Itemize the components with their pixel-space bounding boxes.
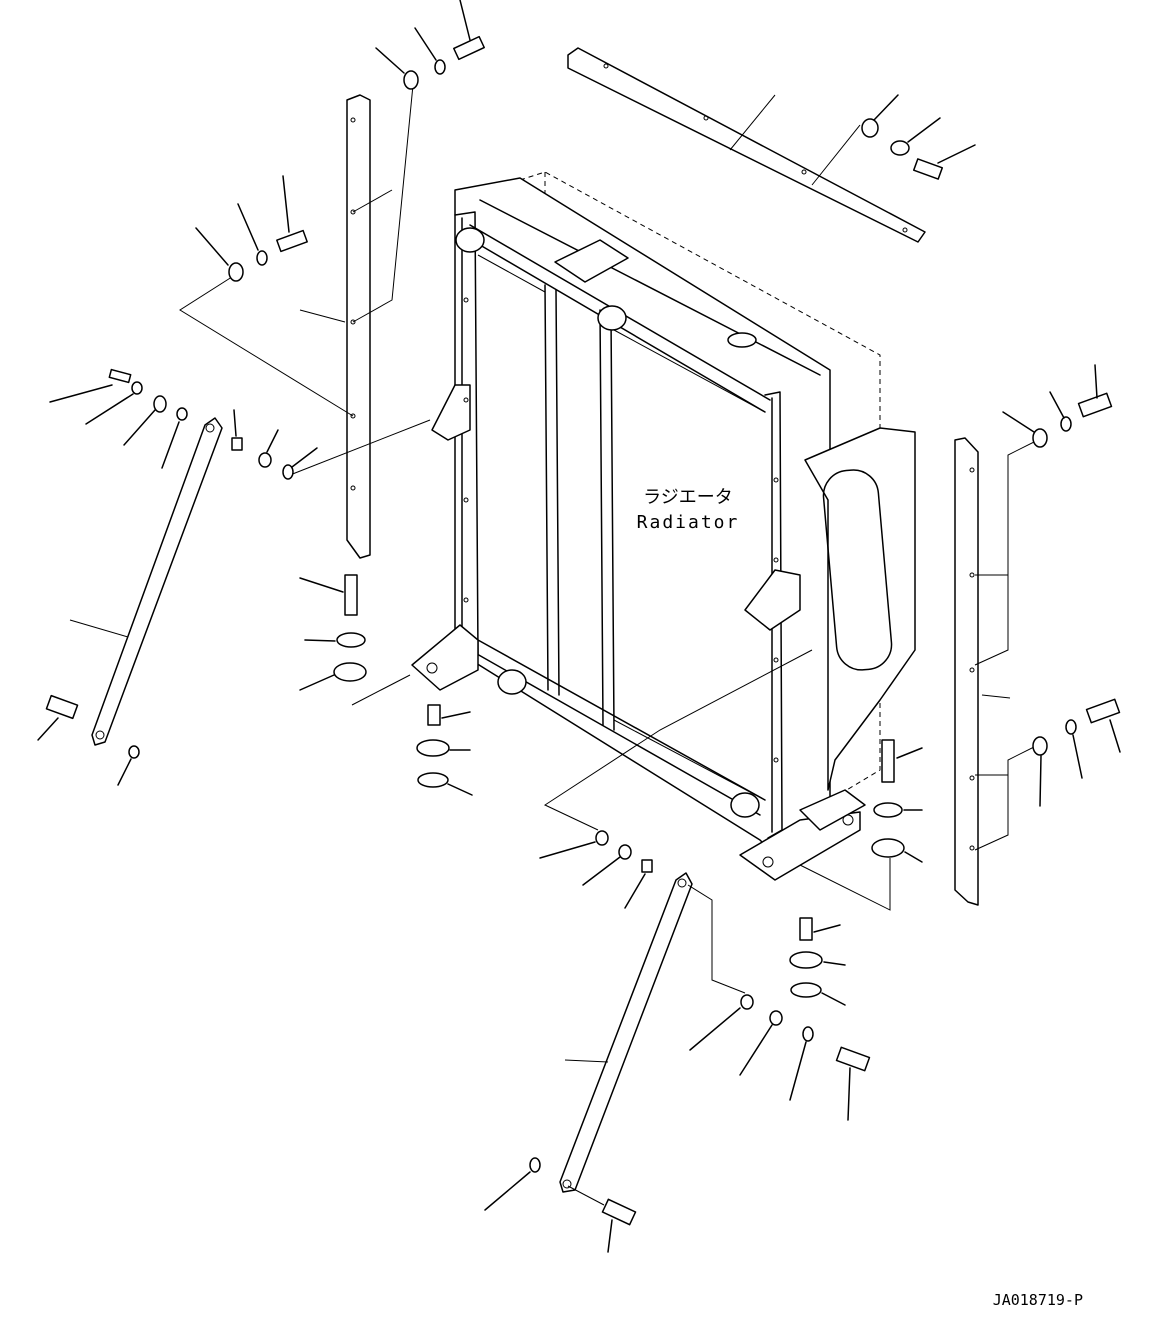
fastener-group-bottom-center [484, 649, 871, 1253]
left-side-plate [179, 84, 431, 559]
fastener-group-top-left [375, 0, 485, 90]
fastener-group-top-right [861, 94, 976, 180]
fastener-group-left-stay-top [49, 368, 318, 480]
fastener-group-left-stay-bottom [37, 694, 140, 786]
drawing-id: JA018719-P [993, 1291, 1083, 1309]
radiator-label-en: Radiator [637, 512, 740, 533]
left-stay-bar [69, 417, 223, 746]
radiator-label-jp: ラジエータ [643, 487, 733, 508]
right-side-plate [954, 437, 1039, 906]
fastener-group-right-top [1002, 364, 1113, 448]
top-cover-plate [567, 47, 926, 243]
mount-stack-left [299, 574, 473, 796]
mount-stack-right [789, 739, 923, 1006]
fastener-group-right-bottom [1032, 698, 1121, 807]
bottom-stay-bar [559, 872, 746, 1193]
radiator-core [411, 171, 916, 881]
fastener-group-mid-left [195, 175, 308, 282]
